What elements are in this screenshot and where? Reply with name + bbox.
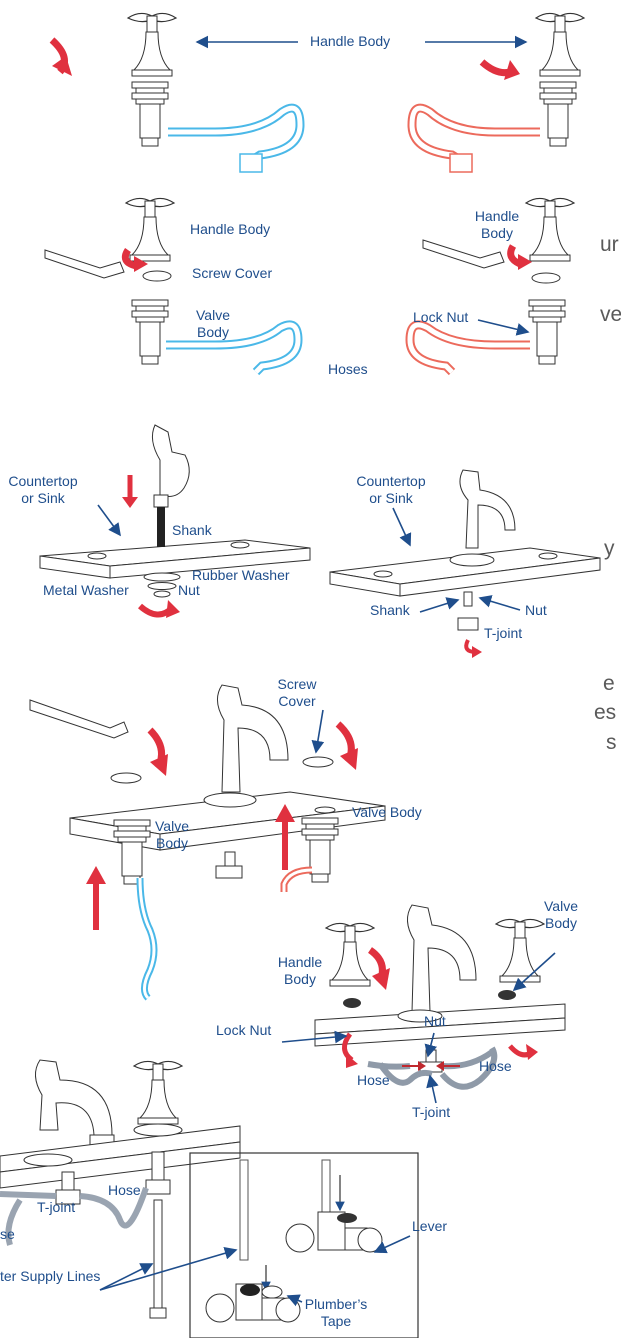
label-valve-body-p5: Valve Body [536, 898, 586, 932]
label-body-word: Body [462, 225, 532, 242]
label-valve-word: Valve [536, 898, 586, 915]
panel-5 [282, 905, 565, 1103]
label-hoses: Hoses [328, 361, 368, 378]
label-handle-word: Handle [462, 208, 532, 225]
label-screw-cover: Screw Cover [192, 265, 272, 282]
panel-4 [30, 685, 385, 998]
label-handle-body-top: Handle Body [310, 33, 390, 50]
label-lever: Lever [412, 1218, 447, 1235]
label-tape-word: Tape [296, 1313, 376, 1330]
label-plumbers-word: Plumber’s [296, 1296, 376, 1313]
label-rubber-washer: Rubber Washer [192, 567, 290, 584]
label-lock-nut-p2: Lock Nut [413, 309, 468, 326]
label-valve-body-p4-left: Valve Body [150, 818, 194, 852]
label-body-word: Body [150, 835, 194, 852]
label-countertop-word: Countertop [348, 473, 434, 490]
label-handle-word: Handle [270, 954, 330, 971]
label-shank-left: Shank [172, 522, 212, 539]
label-hose-cut: se [0, 1226, 15, 1243]
label-t-joint-p5: T-joint [412, 1104, 450, 1121]
label-hose-p6: Hose [108, 1182, 141, 1199]
label-screw-word: Screw [272, 676, 322, 693]
label-or-sink-word: or Sink [0, 490, 86, 507]
label-hose-p5-left: Hose [357, 1072, 390, 1089]
label-water-supply-lines: ter Supply Lines [0, 1268, 100, 1285]
label-valve-body-p2: Valve Body [188, 307, 238, 341]
label-lock-nut-p5: Lock Nut [216, 1022, 271, 1039]
label-nut-right: Nut [525, 602, 547, 619]
label-body-word: Body [270, 971, 330, 988]
label-countertop-word: Countertop [0, 473, 86, 490]
label-valve-body-p4-right: Valve Body [352, 804, 422, 821]
label-body-word: Body [536, 915, 586, 932]
label-valve-word: Valve [188, 307, 238, 324]
label-cover-word: Cover [272, 693, 322, 710]
label-handle-body-right: Handle Body [462, 208, 532, 242]
label-handle-body-p5: Handle Body [270, 954, 330, 988]
label-t-joint-p6: T-joint [37, 1199, 75, 1216]
label-screw-cover-p4: Screw Cover [272, 676, 322, 710]
label-t-joint-p3: T-joint [484, 625, 522, 642]
label-hose-p5-right: Hose [479, 1058, 512, 1075]
label-valve-word: Valve [150, 818, 194, 835]
label-plumbers-tape: Plumber’s Tape [296, 1296, 376, 1330]
label-body-word: Body [188, 324, 238, 341]
label-nut-left: Nut [178, 582, 200, 599]
label-countertop-right: Countertop or Sink [348, 473, 434, 507]
label-nut-p5: Nut [424, 1013, 446, 1030]
label-or-sink-word: or Sink [348, 490, 434, 507]
label-handle-body-left: Handle Body [190, 221, 270, 238]
panel-3 [40, 425, 600, 658]
label-shank-right: Shank [370, 602, 410, 619]
label-countertop-left: Countertop or Sink [0, 473, 86, 507]
label-metal-washer: Metal Washer [43, 582, 129, 599]
